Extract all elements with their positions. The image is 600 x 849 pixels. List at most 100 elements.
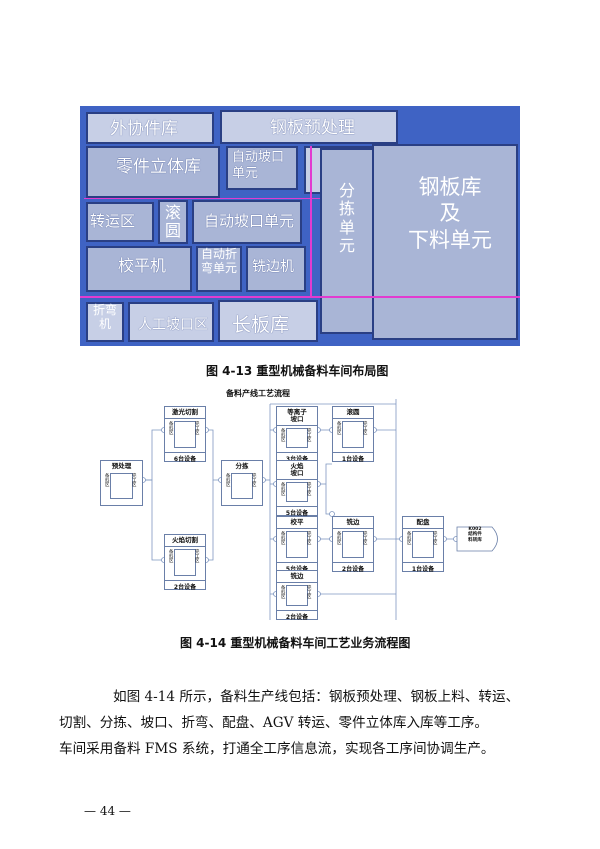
figure-13-caption: 图 4-13 重型机械备料车间布局图 (206, 364, 389, 378)
zone-auto-groove-top (226, 146, 298, 190)
flow-node-title: 滚圆 (346, 408, 360, 416)
flow-node-divider (277, 562, 317, 563)
flow-node-divider (277, 479, 317, 480)
label-sorting-unit-line: 单 (338, 217, 355, 237)
zone-turnover-area (86, 202, 154, 242)
label-edge-milling: 铣边机 (252, 259, 294, 275)
flow-node-divider (277, 425, 317, 426)
flow-node-input-area: 备料区 (226, 474, 231, 489)
flow-node-count: 5台设备 (277, 564, 317, 573)
flow-node-input-area: 备料区 (169, 422, 174, 437)
flow-node-output-area: 完工区 (195, 422, 200, 437)
flow-node-count: 2台设备 (285, 614, 309, 621)
flow-node-output-area: 完工区 (363, 422, 368, 437)
flow-node-count: 1台设备 (411, 566, 435, 573)
flow-node-title: 分拣 (235, 462, 249, 470)
zone-bending-machine (86, 302, 124, 342)
flow-node-divider (277, 610, 317, 611)
zone-auto-groove (192, 200, 302, 244)
label-sorting-unit: 分 拣 单 元 (336, 181, 358, 256)
flow-node-output-area: 完工区 (363, 532, 368, 547)
flow-node-divider (277, 582, 317, 583)
label-auto-bending-line: 弯单元 (200, 260, 237, 275)
body-line: 切割、分拣、坡口、折弯、配盘、AGV 转运、零件立体库入库等工序。 (59, 715, 489, 731)
flow-node-output-area: 完工区 (252, 474, 257, 489)
label-parts-stereo-warehouse: 零件立体库 (116, 157, 201, 177)
flow-node-inner (286, 482, 308, 502)
label-steel-store: 钢板库 及 下料单元 (400, 174, 500, 253)
transport-line (84, 198, 320, 199)
flow-node-divider (165, 546, 205, 547)
body-paragraph: 如图 4-14 所示，备料生产线包括：钢板预处理、钢板上料、转运、 切割、分拣、… (59, 684, 586, 762)
label-sorting-unit-line: 分 (338, 181, 355, 200)
zone-long-plate-store (218, 300, 318, 342)
label-bending-machine: 折弯 机 (88, 303, 122, 332)
flow-node-output-area: 完工区 (307, 532, 312, 547)
flow-node-count: 3台设备 (277, 454, 317, 463)
flow-node-inner (286, 428, 308, 448)
label-auto-groove: 自动坡口单元 (204, 212, 295, 230)
flow-node-roll: 滚圆 1台设备 备料区 完工区 (332, 406, 374, 463)
flow-node-title: 校平 (290, 518, 304, 526)
body-line: 车间采用备料 FMS 系统，打通全工序信息流，实现各工序间协调生产。 (59, 741, 495, 757)
flow-node-inner (342, 421, 364, 448)
flow-node-title: 火焰切割 (172, 536, 198, 544)
label-steel-store-line: 下料单元 (408, 227, 492, 252)
zone-manual-groove (128, 302, 214, 342)
flow-node-output-area: 完工区 (307, 586, 312, 601)
flow-node-inner (412, 531, 434, 558)
flow-node-input-area: 备料区 (407, 532, 412, 547)
flow-node-title: 火焰 坡口 (290, 462, 304, 478)
zone-leveling (86, 246, 192, 292)
flow-node-divider (403, 562, 443, 563)
zone-rolling (158, 200, 188, 244)
body-line: 如图 4-14 所示，备料生产线包括：钢板预处理、钢板上料、转运、 (113, 689, 520, 705)
flow-node-divider (277, 452, 317, 453)
flow-node-divider (333, 452, 373, 453)
flow-node-input-area: 备料区 (281, 483, 286, 498)
label-bending-machine-line: 机 (98, 316, 111, 331)
flow-node-title: 配盘 (416, 518, 430, 526)
flow-node-input-area: 备料区 (281, 532, 286, 547)
flow-node-input-area: 备料区 (105, 474, 110, 489)
label-steel-pretreatment: 钢板预处理 (270, 118, 355, 138)
flow-node-divider (165, 452, 205, 453)
flow-node-output-area: 完工区 (132, 474, 137, 489)
workshop-layout-drawing: 外协件库 钢板预处理 零件立体库 自动坡口单元 分 拣 单 元 钢板库 及 下料… (80, 106, 520, 346)
flow-node-title: 激光切割 (172, 408, 198, 416)
zone-auto-bending (196, 246, 242, 292)
zone-outsourced-warehouse (86, 112, 214, 144)
flow-node-sort: 分拣备料区 完工区 (221, 460, 263, 506)
store-terminal-shape (456, 526, 498, 552)
flow-node-level: 校平 5台设备 备料区 完工区 (276, 516, 318, 573)
flow-node-title: 铣边 (290, 572, 304, 580)
label-rolling-line: 滚 (164, 203, 181, 222)
label-rolling-line: 圆 (164, 221, 181, 241)
flow-node-inner (174, 549, 196, 576)
transport-line (80, 296, 520, 298)
label-steel-store-line: 钢板库 (418, 175, 482, 199)
flow-node-output-area: 完工区 (195, 550, 200, 565)
flow-node-input-area: 备料区 (337, 532, 342, 547)
flow-node-input-area: 备料区 (169, 550, 174, 565)
flow-node-input-area: 备料区 (337, 422, 342, 437)
flow-node-count: 1台设备 (341, 456, 365, 463)
zone-steel-store (372, 144, 518, 340)
label-leveling: 校平机 (118, 256, 167, 275)
flow-node-inner (174, 421, 196, 448)
transport-line (310, 146, 312, 296)
flow-node-divider (403, 528, 443, 529)
flow-node-title: 铣边 (346, 518, 360, 526)
zone-steel-pretreatment (220, 110, 398, 144)
flow-node-divider (333, 528, 373, 529)
label-long-plate-store: 长板库 (232, 314, 290, 336)
flow-node-output-area: 完工区 (307, 429, 312, 444)
figure-14-caption: 图 4-14 重型机械备料车间工艺业务流程图 (180, 636, 411, 650)
flow-node-divider (333, 418, 373, 419)
label-manual-groove: 人工坡口区 (138, 317, 208, 333)
